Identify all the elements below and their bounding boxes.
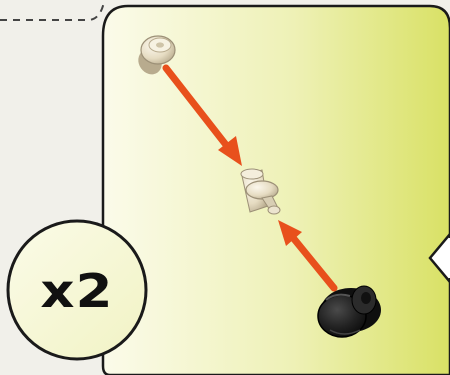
callout-pointer [428, 232, 450, 284]
tire-part-icon [317, 285, 381, 338]
arrow-up-left-icon [278, 220, 338, 292]
quantity-label: x2 [40, 264, 114, 318]
quantity-circle [6, 219, 148, 361]
dashed-connector-line [0, 1, 105, 21]
arrow-down-right-icon [162, 64, 242, 166]
wheel-hub-part-icon [138, 35, 176, 75]
axle-pin-part-icon [240, 168, 281, 215]
